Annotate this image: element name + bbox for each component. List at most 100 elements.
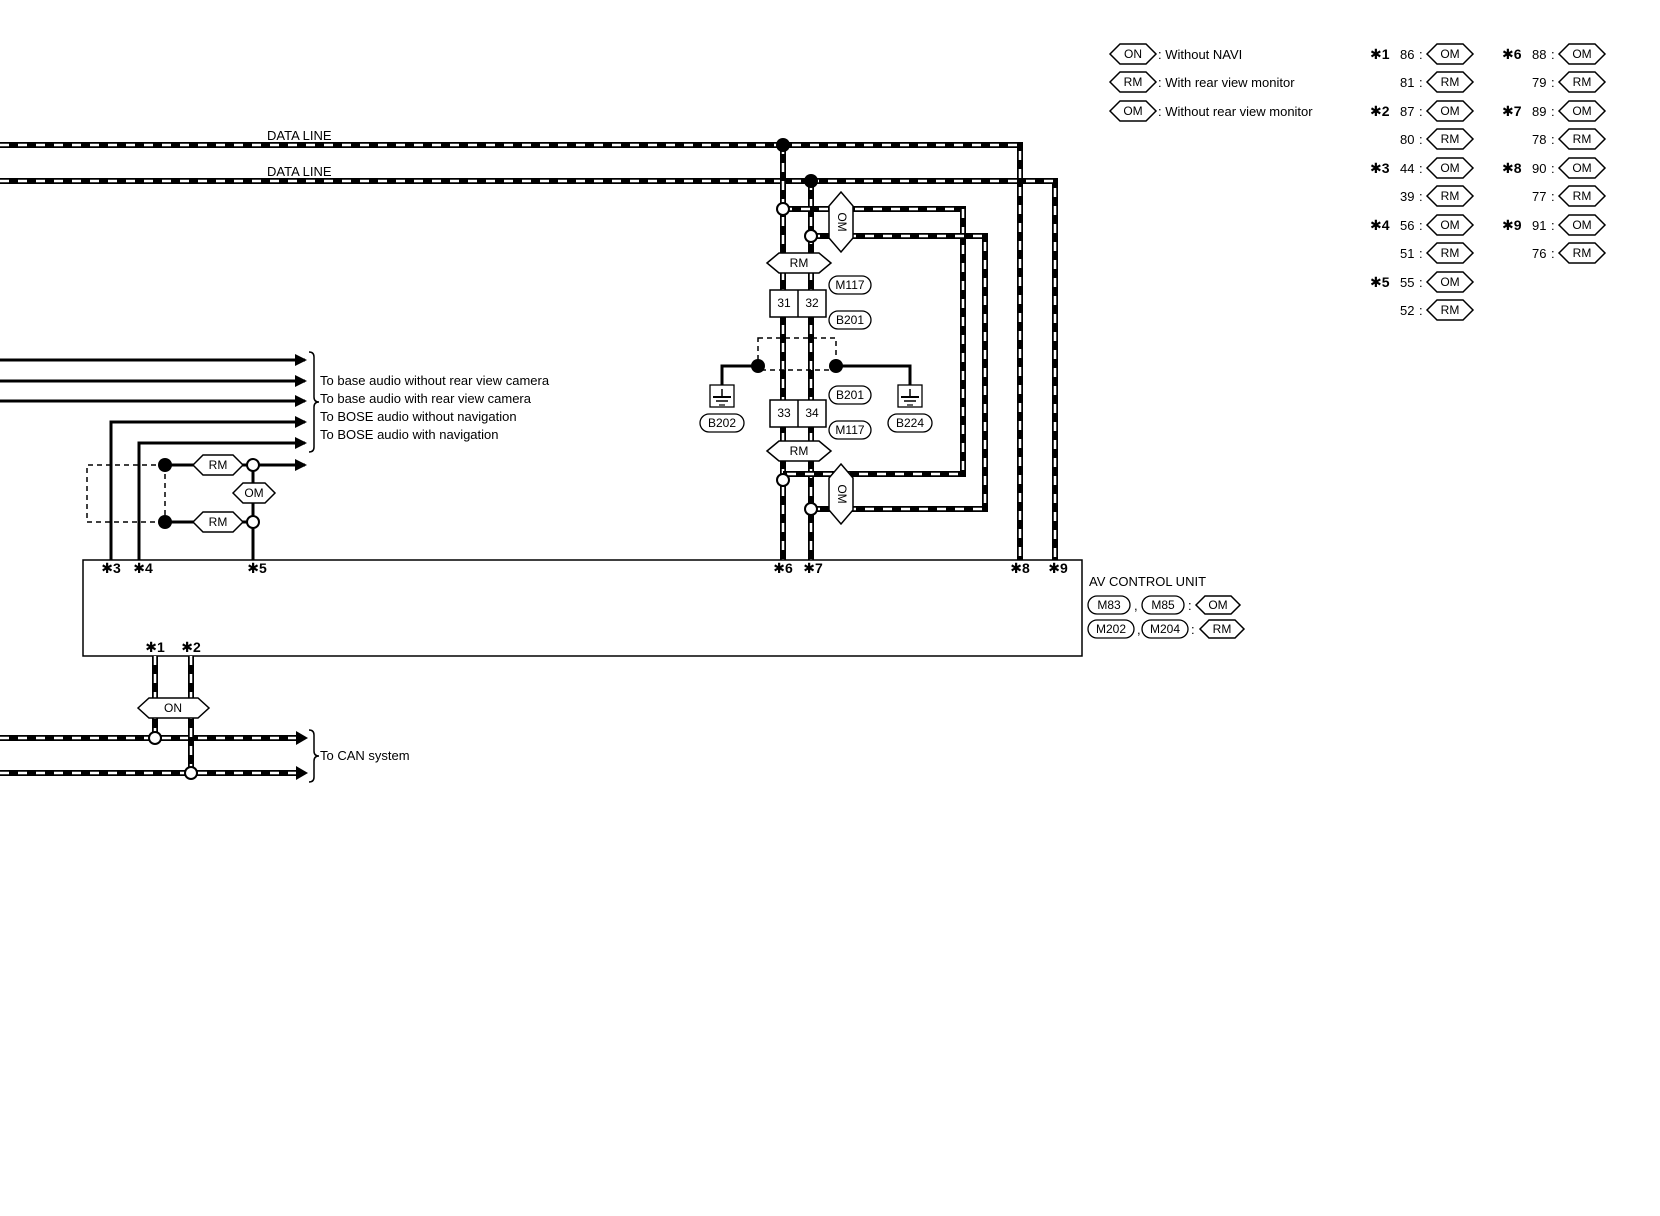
audio-shield: [86, 464, 166, 523]
svg-text:,: ,: [1137, 622, 1141, 637]
pin-row-9: ✱9 91 : OM 76 : RM: [1502, 214, 1607, 264]
svg-text:OM: OM: [1440, 275, 1459, 289]
svg-text::: :: [1551, 189, 1555, 204]
junction-dot: [158, 458, 172, 472]
splice-open: [776, 202, 790, 216]
pin-table: ✱1 86 : OM 81 : RM ✱2 87 : OM 80 : RM ✱3…: [1370, 43, 1607, 321]
pin-row-7: ✱7 89 : OM 78 : RM: [1502, 100, 1607, 150]
svg-text:✱3: ✱3: [1370, 160, 1390, 176]
pin-row-6: ✱6 88 : OM 79 : RM: [1502, 43, 1607, 93]
svg-text:RM: RM: [1441, 132, 1460, 146]
destination-brace: [308, 351, 320, 453]
data-line-1: [0, 142, 1023, 560]
svg-text:55: 55: [1400, 275, 1414, 290]
svg-text:RM: RM: [209, 458, 228, 472]
svg-text:RM: RM: [1573, 75, 1592, 89]
svg-text:OM: OM: [1440, 104, 1459, 118]
terminal-8: ✱8: [1010, 560, 1030, 576]
ground-icon-b224: B224: [887, 384, 933, 433]
om-bypass-upper: [783, 206, 988, 512]
can-brace: [308, 729, 320, 783]
on-tag-can: ON: [136, 697, 211, 719]
svg-text::: :: [1551, 104, 1555, 119]
svg-text:RM: RM: [1573, 246, 1592, 260]
splice-open: [246, 515, 260, 529]
svg-text:M202: M202: [1096, 622, 1126, 636]
svg-text:✱6: ✱6: [1502, 46, 1522, 62]
svg-text::: :: [1419, 104, 1423, 119]
svg-text:: Without rear view monitor: : Without rear view monitor: [1158, 104, 1313, 119]
ground-wires: [720, 364, 912, 385]
connector-label-m117-lower: M117: [828, 420, 872, 440]
legend-item-om: OM : Without rear view monitor: [1108, 100, 1313, 122]
pin-row-3: ✱3 44 : OM 39 : RM: [1370, 157, 1475, 207]
pin-row-8: ✱8 90 : OM 77 : RM: [1502, 157, 1607, 207]
junction-dot: [804, 174, 818, 188]
terminal-4: ✱4: [133, 560, 153, 576]
svg-text:OM: OM: [1440, 218, 1459, 232]
svg-text:RM: RM: [1213, 622, 1232, 636]
svg-text:32: 32: [805, 296, 819, 310]
svg-text:RM: RM: [1441, 303, 1460, 317]
svg-text:: Without NAVI: : Without NAVI: [1158, 47, 1242, 62]
legend-item-on: ON : Without NAVI: [1108, 43, 1242, 65]
pin-row-1: ✱1 86 : OM 81 : RM: [1370, 43, 1475, 93]
svg-text:OM: OM: [1572, 104, 1591, 118]
svg-text:OM: OM: [1208, 598, 1227, 612]
svg-text:✱9: ✱9: [1502, 217, 1522, 233]
svg-text:77: 77: [1532, 189, 1546, 204]
terminal-2: ✱2: [181, 639, 201, 655]
connector-upper-pins: 31 32: [769, 289, 827, 318]
connector-label-b201-upper: B201: [828, 310, 872, 330]
svg-text:M117: M117: [835, 423, 864, 437]
svg-text:34: 34: [805, 406, 819, 420]
svg-text:51: 51: [1400, 246, 1414, 261]
destination-label-4: To BOSE audio with navigation: [320, 427, 499, 442]
svg-text:B224: B224: [896, 416, 924, 430]
terminal-6: ✱6: [773, 560, 793, 576]
terminal-1: ✱1: [145, 639, 165, 655]
svg-text::: :: [1419, 275, 1423, 290]
svg-text::: :: [1419, 246, 1423, 261]
rm-tag-audio-upper: RM: [191, 454, 245, 476]
svg-text:33: 33: [777, 406, 791, 420]
svg-text:✱8: ✱8: [1502, 160, 1522, 176]
junction-dot: [751, 359, 765, 373]
svg-text:OM: OM: [835, 212, 849, 231]
pin-row-5: ✱5 55 : OM 52 : RM: [1370, 271, 1475, 321]
svg-text:,: ,: [1134, 598, 1138, 613]
svg-text:✱4: ✱4: [1370, 217, 1390, 233]
om-tag-audio: OM: [231, 482, 277, 504]
shield: [757, 337, 837, 371]
connector-lower-pins: 33 34: [769, 399, 827, 428]
svg-text::: :: [1551, 75, 1555, 90]
legend-item-rm: RM : With rear view monitor: [1108, 71, 1295, 93]
svg-text::: :: [1191, 622, 1195, 637]
svg-text:OM: OM: [1440, 161, 1459, 175]
splice-open: [804, 229, 818, 243]
svg-text:✱7: ✱7: [1502, 103, 1522, 119]
pin-row-2: ✱2 87 : OM 80 : RM: [1370, 100, 1475, 150]
svg-text:B201: B201: [836, 388, 864, 402]
junction-dot: [829, 359, 843, 373]
av-control-unit-box: [82, 559, 1083, 657]
svg-text:OM: OM: [835, 484, 849, 503]
svg-text:ON: ON: [164, 701, 182, 715]
svg-text::: :: [1551, 47, 1555, 62]
audio-output-wires: [0, 354, 307, 560]
svg-text:91: 91: [1532, 218, 1546, 233]
svg-text::: :: [1188, 598, 1192, 613]
svg-text:M204: M204: [1150, 622, 1180, 636]
svg-text:89: 89: [1532, 104, 1546, 119]
svg-text::: :: [1419, 47, 1423, 62]
terminal-9: ✱9: [1048, 560, 1068, 576]
svg-text:RM: RM: [790, 444, 809, 458]
svg-text::: :: [1551, 218, 1555, 233]
svg-text:RM: RM: [1124, 75, 1143, 89]
svg-text:ON: ON: [1124, 47, 1142, 61]
destination-label-3: To BOSE audio without navigation: [320, 409, 517, 424]
svg-text:80: 80: [1400, 132, 1414, 147]
svg-text:RM: RM: [1441, 189, 1460, 203]
unit-connectors-rm: M202 , M204 : RM: [1087, 619, 1246, 639]
